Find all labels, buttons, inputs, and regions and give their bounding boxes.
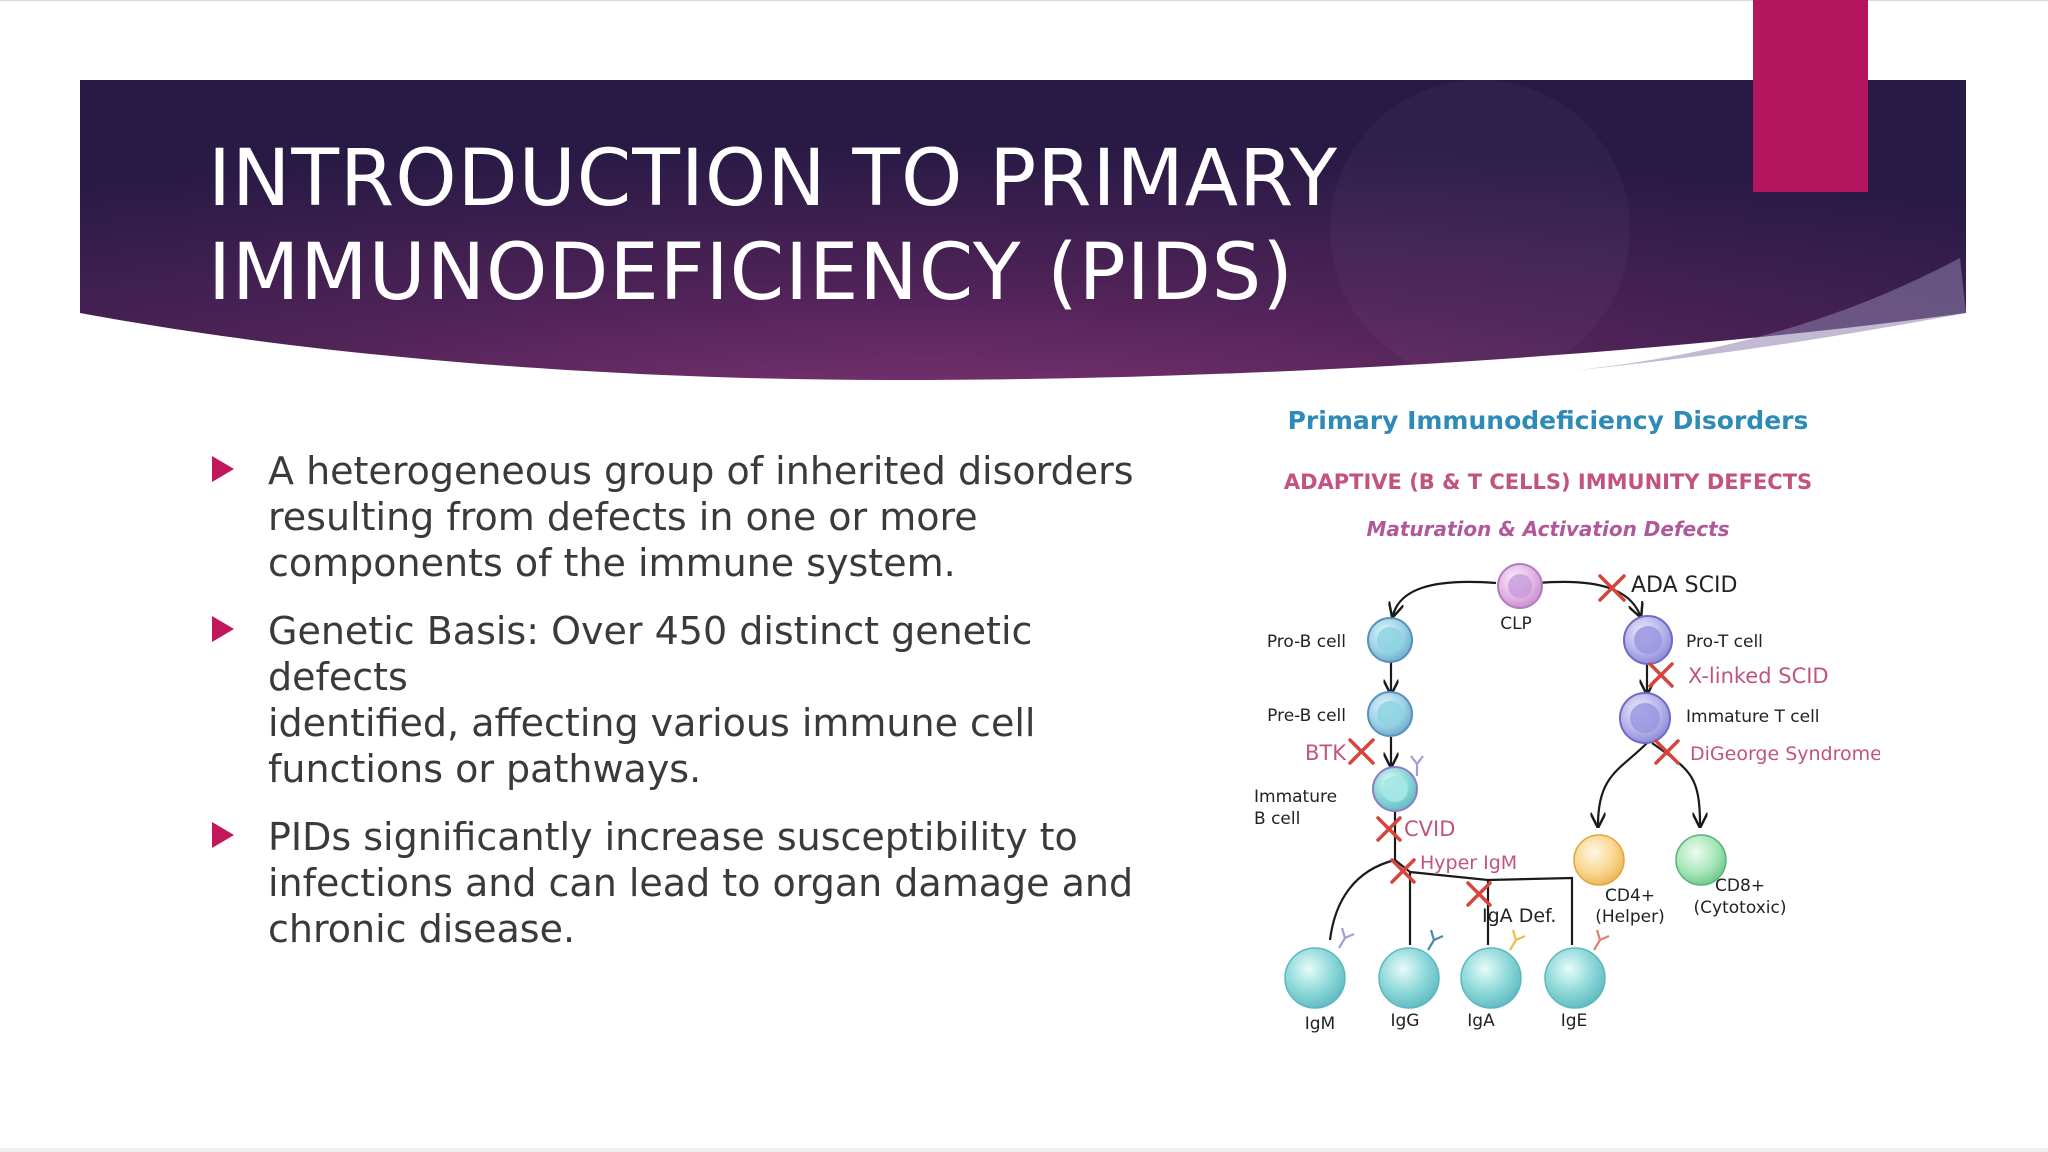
label-igm: IgM [1305, 1014, 1335, 1034]
cell-cd8 [1675, 834, 1727, 886]
label-cd4-line2: (Helper) [1595, 907, 1664, 927]
defect-x-linked-scid: X-linked SCID [1688, 664, 1829, 688]
diagram-subtitle: ADAPTIVE (B & T CELLS) IMMUNITY DEFECTS [1284, 470, 1812, 494]
cell-igm [1284, 947, 1346, 1009]
bullet-line: Genetic Basis: Over 450 distinct genetic… [268, 609, 1033, 699]
bullet-line: infections and can lead to organ damage … [268, 861, 1134, 905]
defect-digeorge: DiGeorge Syndrome [1690, 743, 1880, 765]
cell-ige [1544, 947, 1606, 1009]
defect-btk: BTK [1305, 741, 1347, 765]
bullet-line: chronic disease. [268, 907, 576, 951]
bullet-arrow-icon [212, 616, 234, 642]
bullet-item: A heterogeneous group of inherited disor… [210, 448, 1170, 586]
cell-pro-b [1367, 617, 1413, 663]
diagram-title: Primary Immunodeficiency Disorders [1288, 406, 1809, 435]
defect-hyper-igm: Hyper IgM [1420, 852, 1517, 874]
label-clp: CLP [1500, 614, 1532, 634]
top-border [0, 0, 2048, 1]
label-cd4-line1: CD4+ [1605, 886, 1655, 906]
bullet-line: identified, affecting various immune cel… [268, 701, 1036, 745]
cell-iga [1460, 947, 1522, 1009]
defect-ada-scid: ADA SCID [1631, 573, 1737, 598]
slide-title: INTRODUCTION TO PRIMARY IMMUNODEFICIENCY… [208, 132, 1358, 320]
bullet-line: PIDs significantly increase susceptibili… [268, 815, 1078, 859]
label-iga: IgA [1467, 1011, 1495, 1031]
lineage-connectors [1328, 580, 1700, 945]
label-cd8-line2: (Cytotoxic) [1694, 898, 1787, 918]
cell-pro-t [1623, 615, 1673, 665]
title-line-1: INTRODUCTION TO PRIMARY [208, 134, 1338, 224]
label-immature-b-line1: Immature [1254, 787, 1337, 807]
cell-igg [1378, 947, 1440, 1009]
bullet-arrow-icon [212, 822, 234, 848]
label-igg: IgG [1391, 1011, 1420, 1031]
bullet-item: PIDs significantly increase susceptibili… [210, 814, 1170, 952]
bullet-line: components of the immune system. [268, 541, 956, 585]
cell-immature-b [1372, 766, 1418, 812]
antibody-receptors [1338, 755, 1610, 951]
defect-cvid: CVID [1404, 817, 1455, 841]
bullet-line: resulting from defects in one or more [268, 495, 978, 539]
label-immature-t: Immature T cell [1686, 707, 1820, 727]
bottom-border [0, 1148, 2048, 1152]
label-cd8-line1: CD8+ [1715, 876, 1765, 896]
diagram-section-label: Maturation & Activation Defects [1366, 517, 1729, 541]
defect-iga-def: IgA Def. [1482, 905, 1556, 927]
label-ige: IgE [1561, 1011, 1588, 1031]
bullet-line: functions or pathways. [268, 747, 702, 791]
bullet-item: Genetic Basis: Over 450 distinct genetic… [210, 608, 1170, 792]
bullet-list: A heterogeneous group of inherited disor… [210, 448, 1170, 974]
accent-bar [1753, 0, 1868, 192]
immunodeficiency-diagram: Primary Immunodeficiency Disorders ADAPT… [1254, 406, 1880, 1034]
cell-cd4 [1573, 834, 1625, 886]
bullet-line: A heterogeneous group of inherited disor… [268, 449, 1134, 493]
title-banner [80, 80, 1966, 380]
label-pro-t: Pro-T cell [1686, 632, 1763, 652]
label-pre-b: Pre-B cell [1267, 706, 1346, 726]
cell-clp [1497, 563, 1543, 609]
cell-pre-b [1367, 691, 1413, 737]
bullet-arrow-icon [212, 456, 234, 482]
cell-immature-t [1619, 692, 1671, 744]
defect-x-marks [1348, 574, 1680, 907]
label-immature-b-line2: B cell [1254, 809, 1300, 829]
label-pro-b: Pro-B cell [1267, 632, 1346, 652]
title-line-2: IMMUNODEFICIENCY (PIDS) [208, 228, 1294, 318]
